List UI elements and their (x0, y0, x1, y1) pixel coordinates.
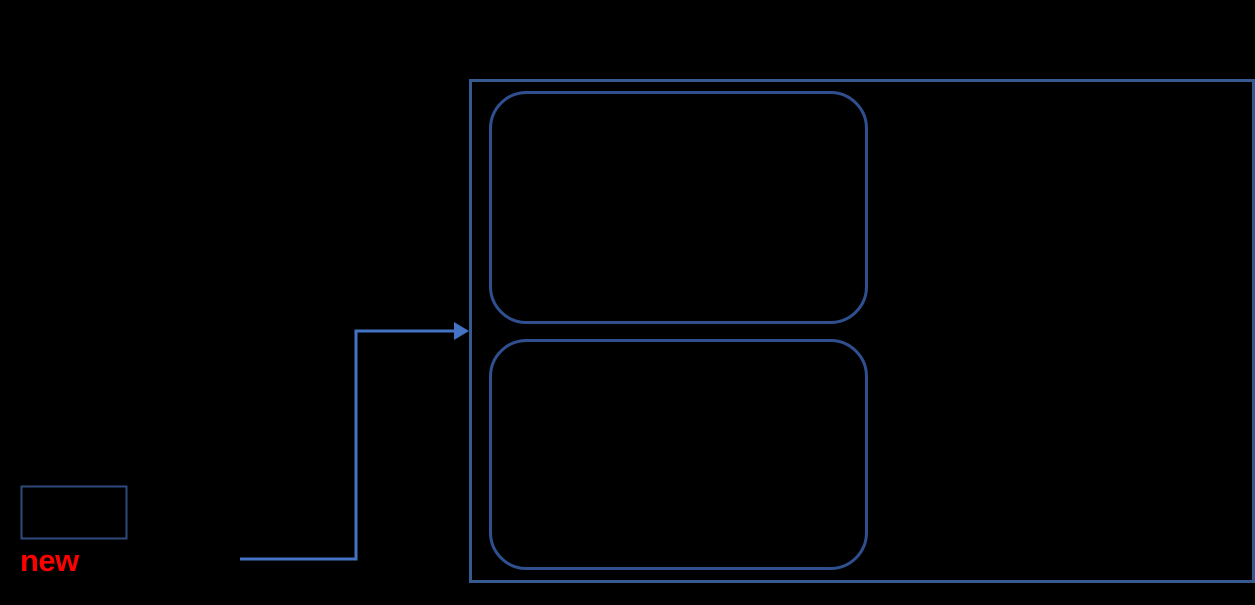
rounded-node-top[interactable] (489, 91, 868, 324)
outer-container[interactable] (469, 79, 1255, 583)
elbow-connector-line[interactable] (240, 329, 461, 561)
new-annotation-label: new (20, 543, 79, 578)
rounded-node-bottom[interactable] (489, 339, 868, 570)
small-legend-box[interactable] (20, 485, 128, 540)
connector-arrowhead-icon (454, 322, 469, 340)
